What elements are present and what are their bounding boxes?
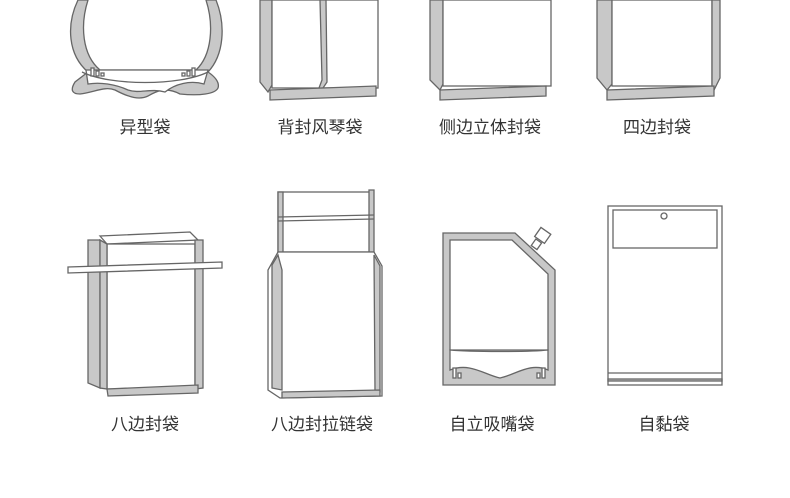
three-side-seal-bag-illustration xyxy=(596,0,721,101)
label-shaped-bag: 异型袋 xyxy=(119,118,171,138)
side-gusset-bag-illustration xyxy=(429,0,552,101)
label-self-seal-bag: 自黏袋 xyxy=(638,415,690,435)
label-four-side-seal-bag: 四边封袋 xyxy=(623,118,691,138)
label-side-gusset-bag: 侧边立体封袋 xyxy=(439,118,541,138)
label-spout-pouch: 自立吸嘴袋 xyxy=(449,415,535,435)
spout-pouch-illustration xyxy=(442,226,556,386)
self-seal-bag-illustration xyxy=(607,205,723,386)
eight-side-zipper-bag-illustration xyxy=(267,189,383,399)
label-back-seal-gusset-bag: 背封风琴袋 xyxy=(277,118,363,138)
label-eight-side-seal-bag: 八边封袋 xyxy=(111,415,179,435)
label-eight-side-zipper-bag: 八边封拉链袋 xyxy=(271,415,373,435)
shaped-bag-illustration xyxy=(69,0,223,99)
back-seal-gusset-bag-illustration xyxy=(259,0,379,101)
eight-side-seal-bag-illustration xyxy=(67,231,223,397)
